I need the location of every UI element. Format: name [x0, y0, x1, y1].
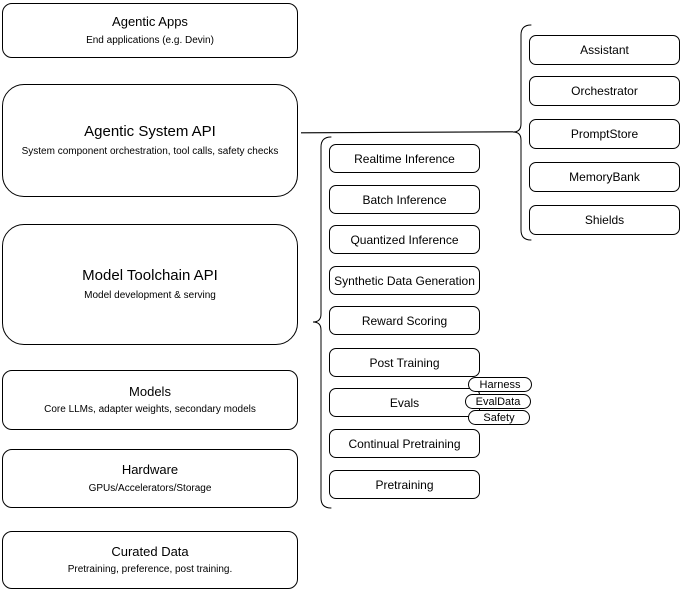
- node-reward-scoring: Reward Scoring: [329, 306, 480, 335]
- node-realtime-inference: Realtime Inference: [329, 144, 480, 173]
- tag-safety: Safety: [468, 410, 530, 425]
- node-hardware: Hardware GPUs/Accelerators/Storage: [2, 449, 298, 508]
- node-synthetic-data-generation: Synthetic Data Generation: [329, 266, 480, 295]
- node-label: Post Training: [369, 355, 440, 370]
- node-pretraining: Pretraining: [329, 470, 480, 499]
- node-memorybank: MemoryBank: [529, 162, 680, 192]
- node-shields: Shields: [529, 205, 680, 235]
- node-batch-inference: Batch Inference: [329, 185, 480, 214]
- connector-system-api-to-components: [300, 131, 514, 134]
- node-title: Agentic System API: [84, 123, 216, 141]
- node-label: Reward Scoring: [361, 313, 448, 328]
- node-label: Pretraining: [375, 477, 434, 492]
- node-orchestrator: Orchestrator: [529, 76, 680, 106]
- node-subtitle: Pretraining, preference, post training.: [67, 564, 233, 576]
- node-agentic-apps: Agentic Apps End applications (e.g. Devi…: [2, 3, 298, 58]
- node-promptstore: PromptStore: [529, 119, 680, 149]
- node-quantized-inference: Quantized Inference: [329, 225, 480, 254]
- node-label: Realtime Inference: [354, 151, 455, 166]
- node-subtitle: Core LLMs, adapter weights, secondary mo…: [44, 404, 256, 416]
- node-title: Models: [129, 383, 171, 399]
- node-label: Evals: [389, 395, 420, 410]
- node-label: Continual Pretraining: [348, 436, 461, 451]
- node-model-toolchain-api: Model Toolchain API Model development & …: [2, 224, 298, 345]
- node-curated-data: Curated Data Pretraining, preference, po…: [2, 531, 298, 589]
- tag-label: Safety: [483, 411, 515, 424]
- node-label: Orchestrator: [571, 84, 638, 98]
- node-label: Quantized Inference: [350, 232, 459, 247]
- node-continual-pretraining: Continual Pretraining: [329, 429, 480, 458]
- node-evals: Evals: [329, 388, 480, 417]
- node-label: Batch Inference: [362, 192, 447, 207]
- node-models: Models Core LLMs, adapter weights, secon…: [2, 370, 298, 430]
- node-label: Shields: [584, 213, 625, 227]
- node-title: Model Toolchain API: [82, 267, 218, 285]
- node-subtitle: Model development & serving: [84, 289, 216, 301]
- node-subtitle: System component orchestration, tool cal…: [21, 145, 279, 157]
- node-title: Curated Data: [111, 543, 189, 559]
- node-assistant: Assistant: [529, 35, 680, 65]
- node-label: Synthetic Data Generation: [334, 273, 475, 288]
- node-agentic-system-api: Agentic System API System component orch…: [2, 84, 298, 197]
- node-title: Agentic Apps: [112, 14, 188, 30]
- node-subtitle: GPUs/Accelerators/Storage: [88, 482, 212, 494]
- node-title: Hardware: [121, 462, 179, 478]
- node-post-training: Post Training: [329, 348, 480, 377]
- node-label: Assistant: [580, 43, 629, 57]
- node-label: MemoryBank: [569, 170, 640, 184]
- tag-evaldata: EvalData: [465, 394, 531, 409]
- tag-label: Harness: [479, 378, 521, 391]
- tag-label: EvalData: [475, 395, 521, 408]
- node-subtitle: End applications (e.g. Devin): [86, 34, 214, 46]
- tag-harness: Harness: [468, 377, 532, 392]
- node-label: PromptStore: [570, 127, 639, 141]
